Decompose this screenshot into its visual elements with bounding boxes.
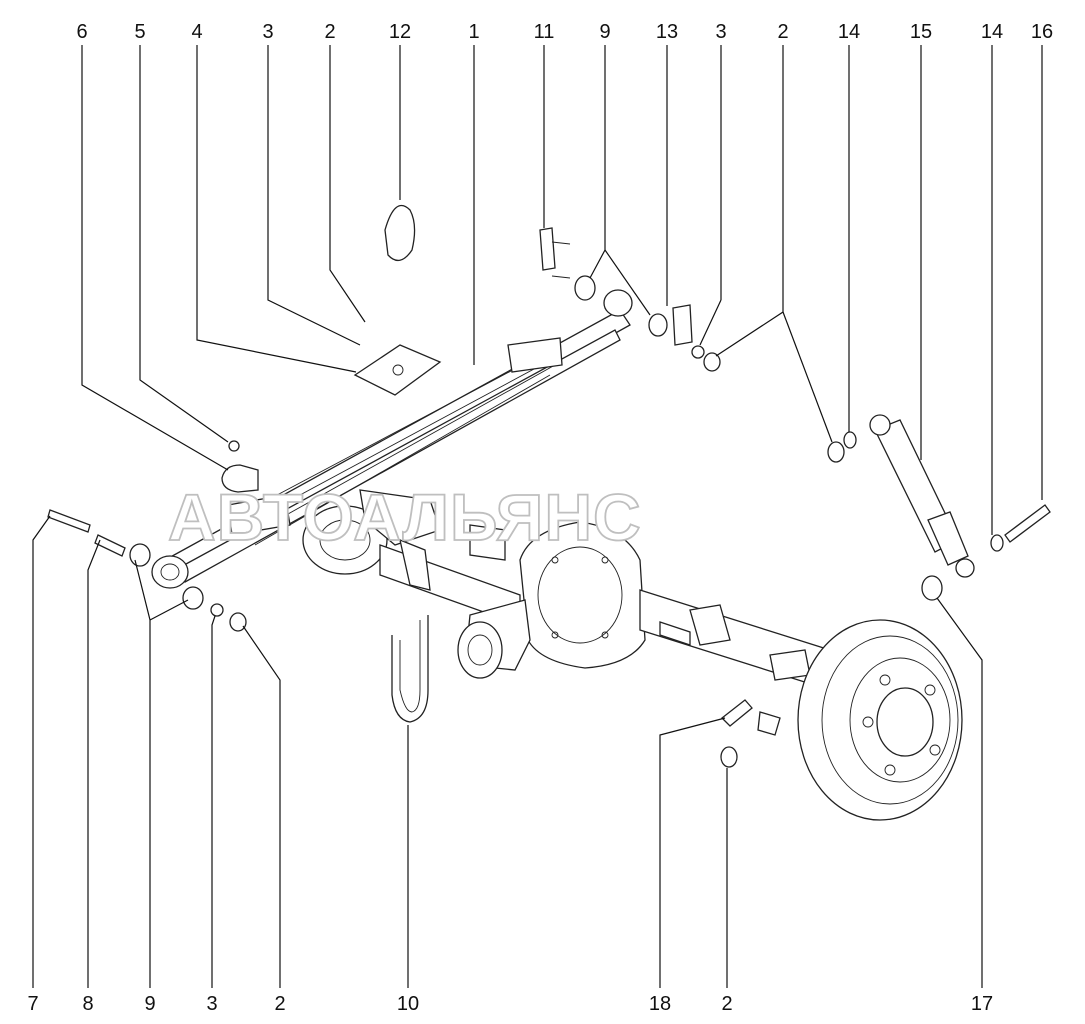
callout-12: 12: [389, 21, 411, 43]
shock-absorber: [827, 414, 1051, 601]
callout-8: 8: [82, 993, 93, 1015]
callout-6: 6: [76, 21, 87, 43]
leaf-spring-assembly: [151, 289, 633, 589]
rubber-bump-stop: [384, 204, 416, 262]
callout-2b: 2: [777, 21, 788, 43]
callouts-top: 6 5 4 3 2 12 1 11 9 13 3 2 14 15 14 16: [76, 21, 1053, 43]
callouts-bottom: 7 8 9 3 2 10 18 2 17: [27, 993, 993, 1015]
callout-15: 15: [910, 21, 932, 43]
right-brake-drum: [797, 619, 963, 821]
leader-lines: [32, 45, 1043, 988]
callout-3: 3: [262, 21, 273, 43]
callout-18: 18: [649, 993, 671, 1015]
callout-13: 13: [656, 21, 678, 43]
shackle-and-bushes: [539, 227, 721, 372]
callout-11: 11: [534, 21, 555, 43]
callout-9b: 9: [144, 993, 155, 1015]
callout-2c: 2: [274, 993, 285, 1015]
rear-axle-housing: [302, 489, 831, 691]
callout-3c: 3: [206, 993, 217, 1015]
callout-14: 14: [838, 21, 860, 43]
callout-7: 7: [27, 993, 38, 1015]
stud-and-nut: [720, 699, 781, 768]
callout-10: 10: [397, 993, 419, 1015]
callout-4: 4: [191, 21, 202, 43]
callout-2d: 2: [721, 993, 732, 1015]
watermark: АВТОАЛЬЯНС: [168, 480, 642, 554]
callout-5: 5: [134, 21, 145, 43]
u-bolt: [391, 615, 429, 723]
callout-17: 17: [971, 993, 993, 1015]
callout-3b: 3: [715, 21, 726, 43]
callout-1: 1: [468, 21, 479, 43]
front-eye-bolt-and-bushes: [47, 509, 247, 632]
callout-14b: 14: [981, 21, 1003, 43]
callout-16: 16: [1031, 21, 1053, 43]
callout-9: 9: [599, 21, 610, 43]
callout-2: 2: [324, 21, 335, 43]
